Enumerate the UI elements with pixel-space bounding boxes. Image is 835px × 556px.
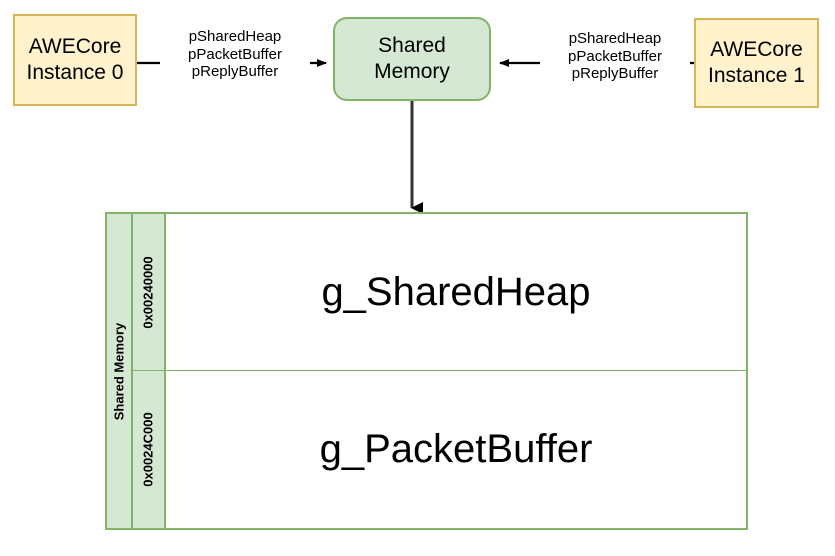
edge-label-right-line3: pReplyBuffer	[540, 65, 690, 84]
node-awecore-instance-1-line2: Instance 1	[708, 64, 805, 87]
edge-label-left-line3: pReplyBuffer	[160, 63, 310, 82]
node-shared-memory-line1: Shared	[378, 33, 446, 57]
memory-region-shared-heap: g_SharedHeap	[166, 214, 746, 371]
edge-label-left: pSharedHeap pPacketBuffer pReplyBuffer	[160, 28, 310, 82]
memory-map-region-column: g_SharedHeap g_PacketBuffer	[166, 214, 746, 528]
memory-map-title-column: Shared Memory	[107, 214, 133, 528]
edge-label-right-line1: pSharedHeap	[540, 30, 690, 48]
memory-map-title: Shared Memory	[111, 322, 127, 420]
node-shared-memory-line2: Memory	[374, 60, 450, 83]
node-awecore-instance-1-line1: AWECore	[710, 37, 803, 61]
edge-label-left-line1: pSharedHeap	[160, 28, 310, 46]
address-label-packet-buffer: 0x0024C000	[141, 412, 156, 487]
node-awecore-instance-0[interactable]: AWECore Instance 0	[13, 14, 137, 106]
node-shared-memory[interactable]: Shared Memory	[333, 17, 491, 101]
edge-label-left-line2: pPacketBuffer	[160, 45, 310, 64]
node-awecore-instance-1[interactable]: AWECore Instance 1	[694, 18, 819, 108]
address-label-shared-heap: 0x00240000	[141, 255, 156, 329]
node-awecore-instance-0-line1: AWECore	[28, 34, 122, 58]
node-awecore-instance-0-line2: Instance 0	[26, 61, 124, 84]
memory-map-address-column: 0x00240000 0x0024C000	[133, 214, 166, 528]
memory-region-packet-buffer: g_PacketBuffer	[166, 371, 746, 528]
memory-map-table: Shared Memory 0x00240000 0x0024C000 g_Sh…	[105, 212, 748, 530]
edge-label-right: pSharedHeap pPacketBuffer pReplyBuffer	[540, 30, 690, 84]
memory-map-address-cell: 0x0024C000	[133, 371, 164, 528]
memory-map-address-cell: 0x00240000	[133, 214, 164, 371]
edge-label-right-line2: pPacketBuffer	[540, 47, 690, 66]
